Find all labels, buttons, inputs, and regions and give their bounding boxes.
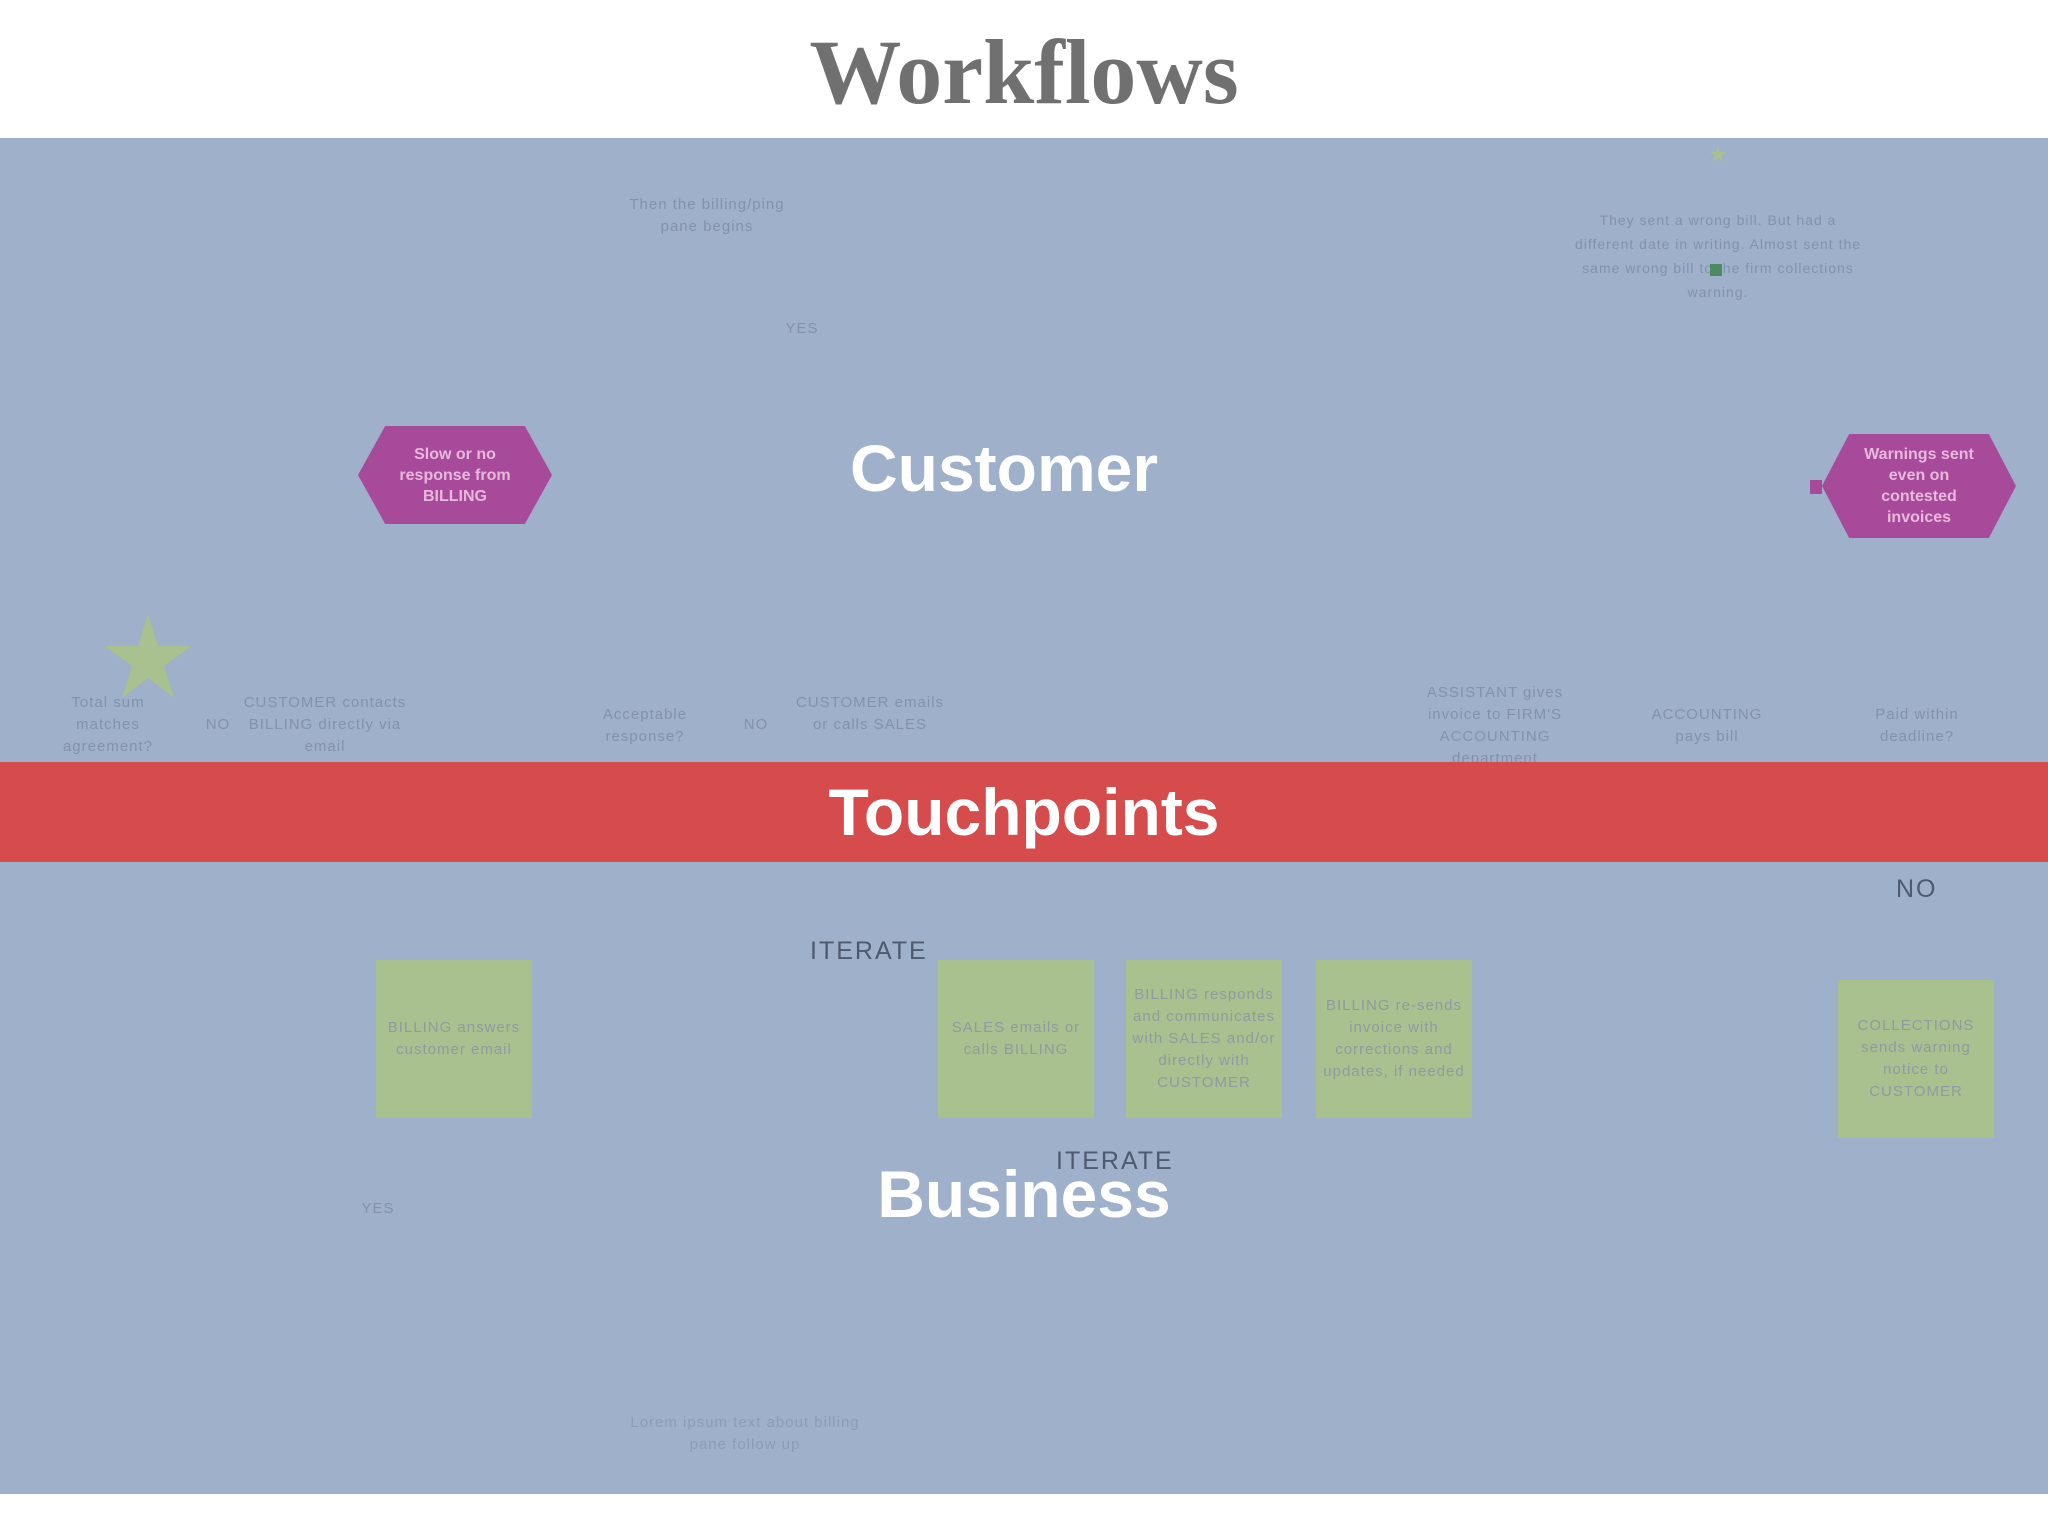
step-accounting: ACCOUNTING pays bill: [1651, 706, 1763, 745]
yes-label-business: YES: [361, 1200, 395, 1217]
note-billing-answers: BILLING answers customer email: [376, 960, 532, 1118]
yes-label-top: YES: [785, 320, 819, 337]
pain-point-warnings: Warnings sent even on contested invoices: [1822, 434, 2016, 538]
small-star-icon: [1710, 146, 1726, 162]
bottom-note: Lorem ipsum text about billing pane foll…: [630, 1414, 860, 1453]
step-total-sum: Total sum matches agreement?: [62, 694, 154, 755]
page-title: Workflows: [809, 21, 1239, 123]
note-sales-emails: SALES emails or calls BILLING: [938, 960, 1094, 1118]
connector-tab: [1810, 480, 1822, 494]
note-billing-resends: BILLING re-sends invoice with correction…: [1316, 960, 1472, 1118]
top-note-left: Then the billing/ping pane begins: [629, 196, 785, 235]
iterate-label-1: ITERATE: [810, 937, 928, 965]
no-label-2: NO: [743, 716, 769, 733]
lane-label-customer: Customer: [849, 431, 1159, 505]
note-billing-responds: BILLING responds and communicates with S…: [1126, 960, 1282, 1118]
step-customer-emails: CUSTOMER emails or calls SALES: [795, 694, 945, 733]
touchpoints-band: [0, 762, 2048, 862]
step-paid: Paid within deadline?: [1875, 706, 1959, 745]
pain-point-slow-response: Slow or no response from BILLING: [358, 426, 552, 524]
no-label-business: NO: [1896, 875, 1938, 903]
top-note-right: They sent a wrong bill. But had a differ…: [1574, 212, 1862, 300]
step-acceptable: Acceptable response?: [602, 706, 688, 745]
no-label-1: NO: [205, 716, 231, 733]
step-assistant: ASSISTANT gives invoice to FIRM'S ACCOUN…: [1426, 684, 1564, 767]
note-collections-warning: COLLECTIONS sends warning notice to CUST…: [1838, 980, 1994, 1138]
lane-label-business: Business: [877, 1157, 1171, 1231]
iterate-label-2: ITERATE: [1056, 1147, 1174, 1175]
workflow-canvas: Then the billing/ping pane begins They s…: [0, 138, 2048, 1494]
lane-label-touchpoints: Touchpoints: [828, 775, 1220, 849]
step-customer-contacts: CUSTOMER contacts BILLING directly via e…: [243, 694, 407, 755]
note-marker: [1710, 264, 1722, 276]
start-star-icon: [104, 614, 192, 698]
